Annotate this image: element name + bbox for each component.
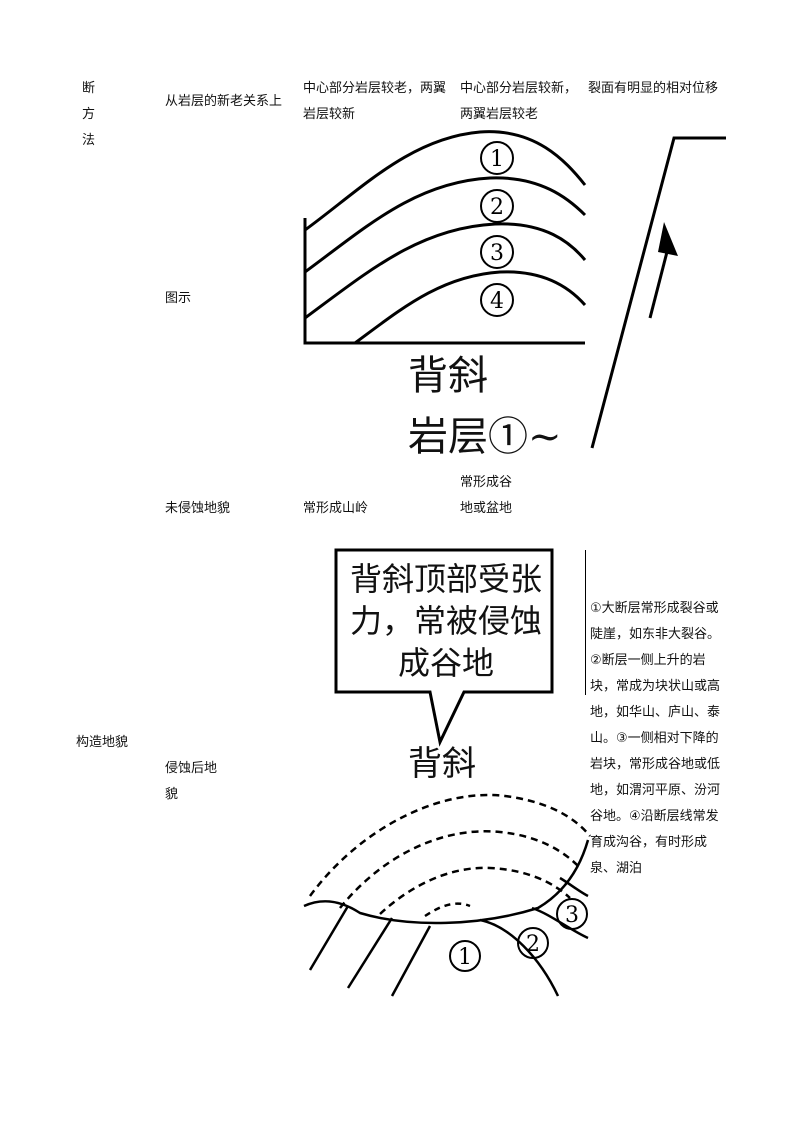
diagram-caption-line2: 岩层①~	[408, 413, 562, 461]
syncline-uneroded-text: 常形成谷地或盆地	[458, 470, 514, 522]
layer-curve-2	[305, 178, 585, 272]
dashed-layer-4	[425, 904, 470, 916]
diagram-caption-line1: 背斜	[408, 352, 488, 400]
eroded-sub-label: 侵蚀后地貌	[165, 756, 225, 808]
layer-curve-1	[305, 132, 585, 230]
uneroded-sub-label: 未侵蚀地貌	[165, 496, 230, 522]
eroded-number-2: 2	[526, 932, 540, 957]
callout-text: 背斜顶部受张力，常被侵蚀成谷地	[346, 558, 546, 684]
eroded-anticline-diagram: 1 2 3	[300, 788, 590, 998]
layer-edge-2	[348, 918, 392, 988]
eroded-diagram-title: 背斜	[408, 742, 476, 786]
layer-number-3: 3	[490, 241, 504, 266]
layer-number-2: 2	[490, 195, 504, 220]
layer-curve-4	[355, 272, 585, 343]
solid-layer-1	[480, 920, 558, 996]
anticline-uneroded-text: 常形成山岭	[303, 496, 368, 522]
layer-number-4: 4	[490, 289, 504, 314]
layer-number-1: 1	[490, 147, 504, 172]
fault-plane-line	[592, 138, 726, 448]
layer-edge-1	[310, 906, 348, 970]
eroded-number-1: 1	[458, 945, 472, 970]
uplift-arrow-shaft	[650, 248, 668, 318]
dashed-layer-2	[340, 831, 580, 908]
method-sub-label: 从岩层的新老关系上	[165, 89, 282, 115]
fault-displacement-text: 裂面有明显的相对位移	[588, 76, 722, 102]
layer-curve-3	[305, 224, 585, 318]
anticline-layers-diagram: 1 2 3 4	[300, 110, 590, 350]
axis-line	[305, 218, 585, 343]
method-label-char-2: 方	[82, 102, 95, 128]
uplift-arrow-head	[658, 222, 678, 256]
column-divider	[585, 550, 586, 695]
fault-landform-text: ①大断层常形成裂谷或陡崖，如东非大裂谷。②断层一侧上升的岩块，常成为块状山或高地…	[590, 596, 724, 882]
fault-block-diagram	[588, 130, 728, 450]
landform-label: 构造地貌	[76, 730, 128, 756]
method-label-char-1: 断	[82, 76, 95, 102]
layer-edge-3	[392, 926, 430, 996]
diagram-sub-label: 图示	[165, 286, 191, 312]
eroded-number-3: 3	[565, 903, 579, 928]
method-label-char-3: 法	[82, 128, 95, 154]
